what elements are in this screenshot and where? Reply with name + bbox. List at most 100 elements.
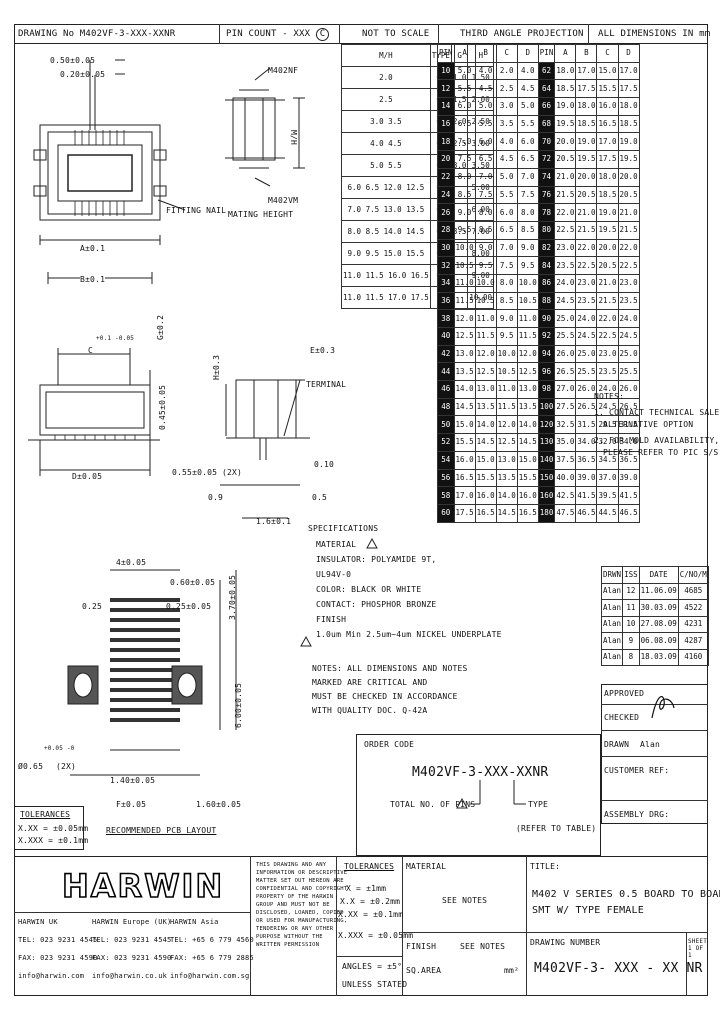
table-cell: 46	[437, 380, 455, 399]
checked-label: CHECKED	[604, 713, 640, 722]
table-cell: 25.5	[554, 327, 577, 346]
table-cell: 56	[437, 468, 455, 488]
table-cell: 14.5	[495, 503, 518, 523]
tb-drawing-number-label: DRAWING NUMBER	[530, 938, 601, 947]
tb-tol-xxxx: X.XXX = ±0.05mm	[338, 931, 414, 940]
table-cell: 21.0	[596, 273, 619, 293]
table-cell: 10.5	[495, 362, 518, 382]
tb-finish-value: SEE NOTES	[460, 942, 506, 951]
table-cell: Alan	[600, 615, 624, 633]
table-cell: 18.0	[596, 167, 619, 187]
tb-sq-area: SQ.AREA	[406, 966, 442, 975]
contact-line: HARWIN UK	[18, 918, 58, 926]
pcb-dim-2x: (2X)	[56, 762, 77, 771]
table-cell: 27.5	[554, 397, 577, 417]
table-cell: 16.0	[516, 486, 539, 505]
notes-title: NOTES:	[594, 392, 625, 401]
table-cell: 4287	[677, 632, 709, 650]
table-cell: 10.5	[474, 291, 497, 311]
table-cell: 54	[437, 450, 455, 470]
header-pin-count: PIN COUNT - XXX	[226, 29, 311, 39]
table-cell: 19.5	[617, 150, 640, 169]
table-header-cell: A	[554, 44, 577, 63]
table-cell: 15.5	[474, 468, 497, 488]
contact-line: TEL: 023 9231 4545	[92, 936, 172, 944]
table-cell: 37.5	[554, 450, 577, 470]
table-cell: 26.0	[554, 344, 577, 364]
table-cell: 68	[537, 114, 556, 134]
table-cell: 70	[537, 132, 556, 152]
front-dim-d: D±0.05	[72, 472, 103, 481]
table-cell: 21.0	[617, 203, 640, 222]
table-cell: 9.0 9.5 15.0 15.5	[341, 242, 431, 265]
confidential-line: PURPOSE WITHOUT THE	[256, 934, 323, 940]
table-cell: 15.5	[596, 79, 619, 99]
table-cell: 11.5	[474, 327, 497, 346]
table-cell: 15.5	[516, 468, 539, 488]
contact-line: info@harwin.co.uk	[92, 972, 168, 980]
table-cell: 31.5	[575, 415, 598, 435]
table-cell: 14.0	[474, 415, 497, 435]
customer-ref: CUSTOMER REF:	[604, 766, 670, 775]
order-code-title: ORDER CODE	[364, 740, 415, 749]
table-cell: 5.0	[474, 97, 497, 116]
approval-block	[601, 684, 708, 824]
table-cell: 44.5	[596, 503, 619, 523]
tb-unless: UNLESS STATED	[342, 980, 408, 989]
table-cell: 12.5	[495, 433, 518, 452]
spec-line: INSULATOR: POLYAMIDE 9T,	[316, 555, 437, 564]
signature-icon	[651, 696, 675, 719]
label-m402nf: M402NF	[268, 66, 299, 75]
table-cell: 72	[537, 150, 556, 169]
table-cell: 88	[537, 291, 556, 311]
header-drawing-no: DRAWING No M402VF-3-XXX-XXNR	[18, 29, 176, 39]
table-cell: 10	[622, 615, 640, 633]
table-cell: 26.0	[617, 380, 640, 399]
table-header-cell: C/NO/M	[677, 566, 709, 584]
tb-sheet: SHEET 1 OF 1	[688, 938, 708, 959]
table-cell: 13.5	[474, 397, 497, 417]
contact-line: TEL: +65 6 779 4560	[170, 936, 254, 944]
table-cell: Alan	[600, 648, 624, 666]
table-header-cell: D	[617, 44, 640, 63]
table-cell: 10.0	[453, 238, 476, 258]
confidential-line: MATTER SET OUT HEREON ARE	[256, 878, 344, 884]
table-cell: 50	[437, 415, 455, 435]
pcb-dim-4: 4±0.05	[116, 558, 147, 567]
table-cell: 18.5	[554, 79, 577, 99]
spec-line: COLOR: BLACK OR WHITE	[316, 585, 422, 594]
table-cell: 12.5	[453, 327, 476, 346]
spec-line: 1.0um Min 2.5um~4um NICKEL UNDERPLATE	[316, 630, 502, 639]
contact-line: HARWIN Asia	[170, 918, 219, 926]
table-cell: 47.5	[554, 503, 577, 523]
contact-line: FAX: +65 6 779 2885	[170, 954, 254, 962]
table-cell: 20.0	[554, 132, 577, 152]
table-cell: 11.0	[474, 309, 497, 328]
table-cell: 10.5	[453, 256, 476, 275]
contact-line: FAX: 023 9231 4590	[18, 954, 98, 962]
table-cell: 5.5	[474, 114, 497, 134]
table-cell: 66	[537, 97, 556, 116]
front-label-terminal: TERMINAL	[306, 380, 347, 389]
table-cell: 60	[437, 503, 455, 523]
table-cell: 10.5	[516, 291, 539, 311]
table-header-cell: D	[516, 44, 539, 63]
tb-material-value: SEE NOTES	[442, 896, 488, 905]
table-cell: 8.5	[495, 291, 518, 311]
header-strip	[14, 24, 708, 44]
assembly-drg: ASSEMBLY DRG:	[604, 810, 670, 819]
table-cell: 2.0	[341, 66, 431, 89]
table-cell: 100	[537, 397, 556, 417]
table-cell: 62	[537, 61, 556, 81]
table-cell: 28	[437, 220, 455, 240]
front-view-drawing	[28, 348, 310, 519]
header-scale: NOT TO SCALE	[362, 29, 430, 39]
